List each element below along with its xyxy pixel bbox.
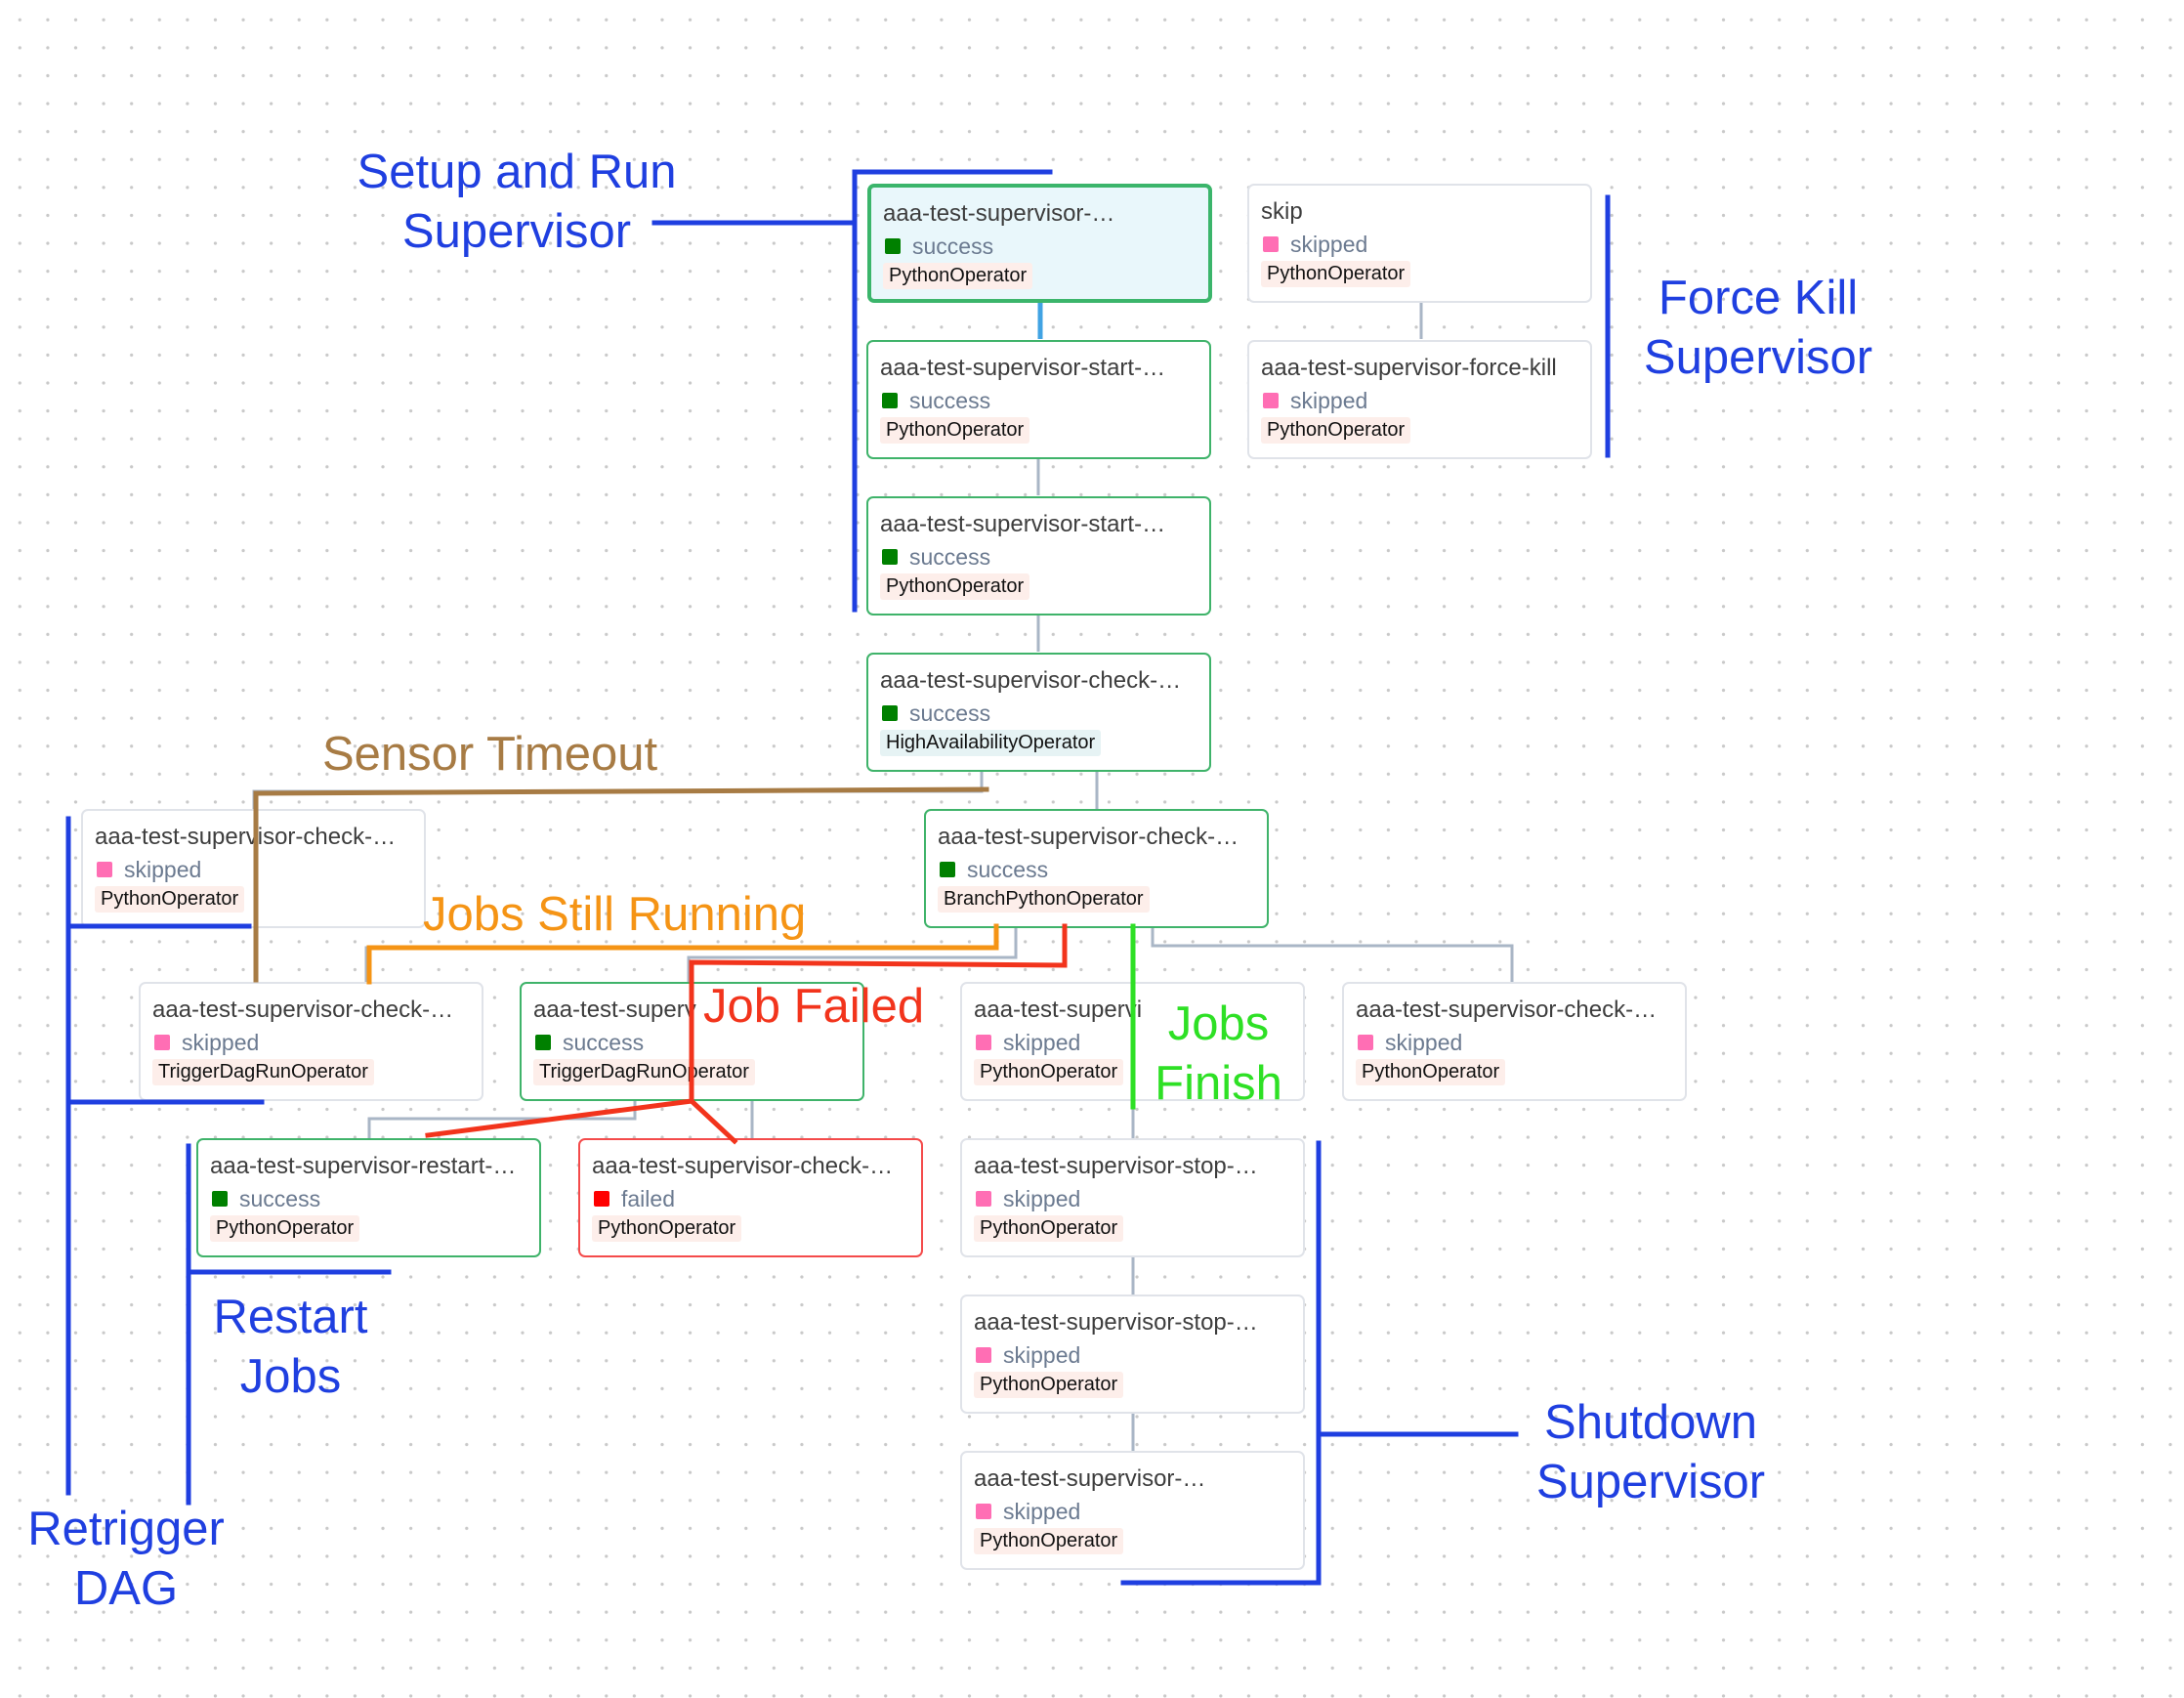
state-success-indicator: [940, 862, 955, 877]
task-title: aaa-test-supervisor-start-…: [880, 511, 1166, 537]
task-title: aaa-test-supervisor-check-…: [1356, 997, 1658, 1023]
task-state: success: [880, 388, 1197, 413]
operator-badge: PythonOperator: [883, 263, 1033, 289]
state-failed-indicator: [594, 1191, 609, 1207]
state-success-indicator: [535, 1035, 551, 1050]
task-title: aaa-test-supervisor-…: [974, 1465, 1206, 1492]
task-title: aaa-test-supervi: [974, 997, 1143, 1023]
operator-badge: PythonOperator: [880, 573, 1030, 600]
task-state: success: [210, 1186, 527, 1211]
task-title: aaa-test-supervisor-…: [883, 200, 1115, 227]
task-node-trigger-skipped[interactable]: aaa-test-supervisor-check-… skipped Trig…: [139, 982, 483, 1101]
operator-badge: BranchPythonOperator: [938, 886, 1150, 913]
state-skipped-indicator: [1263, 393, 1279, 408]
operator-badge: TriggerDagRunOperator: [533, 1059, 755, 1085]
task-state: success: [883, 233, 1197, 259]
task-node-start1[interactable]: aaa-test-supervisor-start-… success Pyth…: [866, 340, 1211, 459]
operator-badge: PythonOperator: [1261, 261, 1411, 287]
task-state: success: [938, 857, 1255, 882]
state-skipped-indicator: [1358, 1035, 1373, 1050]
task-state: skipped: [1261, 232, 1578, 257]
state-skipped-indicator: [976, 1035, 991, 1050]
task-node-setup[interactable]: aaa-test-supervisor-… success PythonOper…: [867, 184, 1212, 303]
task-state: success: [880, 544, 1197, 570]
task-title: aaa-test-supervisor-restart-…: [210, 1153, 517, 1179]
operator-badge: PythonOperator: [974, 1215, 1124, 1242]
task-title: aaa-test-supervisor-check-…: [95, 824, 397, 850]
task-node-stop1[interactable]: aaa-test-supervisor-stop-… skipped Pytho…: [960, 1138, 1305, 1257]
state-success-indicator: [882, 705, 898, 721]
operator-badge: HighAvailabilityOperator: [880, 730, 1102, 756]
task-node-check-ha[interactable]: aaa-test-supervisor-check-… success High…: [866, 653, 1211, 772]
task-node-final[interactable]: aaa-test-supervisor-… skipped PythonOper…: [960, 1451, 1305, 1570]
task-node-stop2[interactable]: aaa-test-supervisor-stop-… skipped Pytho…: [960, 1295, 1305, 1414]
task-node-check-left[interactable]: aaa-test-supervisor-check-… skipped Pyth…: [81, 809, 426, 928]
task-node-start2[interactable]: aaa-test-supervisor-start-… success Pyth…: [866, 496, 1211, 616]
task-node-force-kill[interactable]: aaa-test-supervisor-force-kill skipped P…: [1247, 340, 1592, 459]
task-node-check-failed[interactable]: aaa-test-supervisor-check-… failed Pytho…: [578, 1138, 923, 1257]
task-title: aaa-test-supervisor-stop-…: [974, 1153, 1258, 1179]
operator-badge: PythonOperator: [1356, 1059, 1506, 1085]
task-state: success: [533, 1030, 851, 1055]
state-success-indicator: [882, 549, 898, 565]
task-node-check-right[interactable]: aaa-test-supervisor-check-… skipped Pyth…: [1342, 982, 1687, 1101]
task-title: aaa-test-supervisor-check-…: [152, 997, 454, 1023]
task-state: skipped: [974, 1499, 1291, 1524]
task-title: skip: [1261, 198, 1303, 225]
task-state: skipped: [152, 1030, 470, 1055]
state-skipped-indicator: [976, 1191, 991, 1207]
operator-badge: PythonOperator: [592, 1215, 742, 1242]
task-node-skip[interactable]: skip skipped PythonOperator: [1247, 184, 1592, 303]
task-state: skipped: [1261, 388, 1578, 413]
task-title: aaa-test-supervisor-stop-…: [974, 1309, 1258, 1336]
task-state: skipped: [974, 1186, 1291, 1211]
task-state: skipped: [1356, 1030, 1673, 1055]
task-title: aaa-test-supervisor-start-…: [880, 355, 1166, 381]
task-title: aaa-test-superv: [533, 997, 696, 1023]
state-success-indicator: [885, 238, 901, 254]
state-skipped-indicator: [154, 1035, 170, 1050]
task-state: skipped: [95, 857, 412, 882]
operator-badge: PythonOperator: [95, 886, 245, 913]
task-state: skipped: [974, 1030, 1291, 1055]
operator-badge: PythonOperator: [880, 417, 1030, 444]
state-skipped-indicator: [97, 862, 112, 877]
task-title: aaa-test-supervisor-check-…: [938, 824, 1239, 850]
operator-badge: PythonOperator: [974, 1528, 1124, 1554]
task-title: aaa-test-supervisor-force-kill: [1261, 355, 1557, 381]
state-success-indicator: [882, 393, 898, 408]
edge-branch-check-right: [1151, 928, 1514, 982]
operator-badge: PythonOperator: [210, 1215, 360, 1242]
operator-badge: PythonOperator: [974, 1059, 1124, 1085]
task-title: aaa-test-supervisor-check-…: [880, 667, 1182, 694]
task-state: skipped: [974, 1342, 1291, 1368]
task-state: success: [880, 700, 1197, 726]
task-node-finish[interactable]: aaa-test-supervi skipped PythonOperator: [960, 982, 1305, 1101]
state-success-indicator: [212, 1191, 228, 1207]
state-skipped-indicator: [976, 1504, 991, 1519]
state-skipped-indicator: [976, 1347, 991, 1363]
task-node-trigger-success[interactable]: aaa-test-superv success TriggerDagRunOpe…: [520, 982, 864, 1101]
operator-badge: PythonOperator: [974, 1372, 1124, 1398]
task-node-branch[interactable]: aaa-test-supervisor-check-… success Bran…: [924, 809, 1269, 928]
task-title: aaa-test-supervisor-check-…: [592, 1153, 894, 1179]
state-skipped-indicator: [1263, 236, 1279, 252]
task-state: failed: [592, 1186, 909, 1211]
operator-badge: TriggerDagRunOperator: [152, 1059, 374, 1085]
task-node-restart[interactable]: aaa-test-supervisor-restart-… success Py…: [196, 1138, 541, 1257]
operator-badge: PythonOperator: [1261, 417, 1411, 444]
